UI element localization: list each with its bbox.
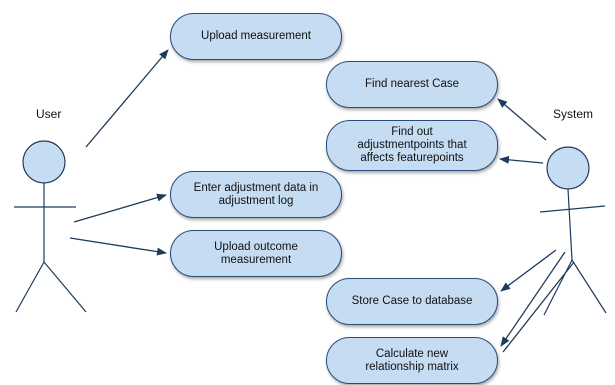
user-actor-label: User bbox=[36, 107, 62, 121]
usecase-store-case[interactable]: Store Case to database bbox=[326, 278, 498, 325]
system-actor bbox=[539, 146, 607, 316]
assoc-user-upload-outcome bbox=[69, 237, 167, 256]
usecase-enter-adjustment-data-label: Enter adjustment data in adjustment log bbox=[193, 181, 319, 207]
usecase-store-case-label: Store Case to database bbox=[351, 295, 473, 307]
assoc-user-enter-adjustment bbox=[73, 193, 167, 223]
user-actor-right-leg bbox=[43, 261, 87, 313]
user-actor-head bbox=[22, 140, 66, 184]
usecase-find-adjustment-points-label: Find out adjustmentpoints that affects f… bbox=[357, 126, 467, 164]
assoc-system-find-nearest bbox=[497, 98, 547, 141]
usecase-upload-outcome[interactable]: Upload outcome measurement bbox=[170, 230, 342, 277]
system-actor-arms bbox=[539, 205, 606, 213]
usecase-upload-outcome-label: Upload outcome measurement bbox=[214, 240, 298, 266]
usecase-find-nearest-case[interactable]: Find nearest Case bbox=[326, 61, 498, 108]
assoc-system-calculate-matrix-a bbox=[500, 251, 566, 347]
usecase-find-adjustment-points[interactable]: Find out adjustmentpoints that affects f… bbox=[326, 120, 498, 171]
assoc-system-find-adjustment bbox=[499, 155, 544, 164]
system-actor-head bbox=[546, 146, 590, 190]
usecase-find-nearest-case-label: Find nearest Case bbox=[365, 78, 459, 90]
system-actor-left-leg bbox=[543, 259, 573, 316]
usecase-upload-measurement-label: Upload measurement bbox=[201, 30, 311, 42]
usecase-upload-measurement[interactable]: Upload measurement bbox=[170, 13, 342, 60]
system-actor-body bbox=[567, 188, 573, 261]
usecase-calculate-matrix-label: Calculate new relationship matrix bbox=[365, 347, 459, 373]
assoc-user-upload-measurement bbox=[85, 49, 169, 148]
user-actor bbox=[14, 140, 87, 313]
user-actor-left-leg bbox=[15, 261, 45, 313]
assoc-system-store-case bbox=[500, 249, 557, 292]
assoc-system-calculate-matrix-b bbox=[502, 261, 575, 353]
system-actor-right-leg bbox=[571, 259, 607, 314]
system-actor-label: System bbox=[553, 107, 594, 121]
usecase-enter-adjustment-data[interactable]: Enter adjustment data in adjustment log bbox=[170, 171, 342, 218]
usecase-calculate-matrix[interactable]: Calculate new relationship matrix bbox=[326, 337, 498, 384]
